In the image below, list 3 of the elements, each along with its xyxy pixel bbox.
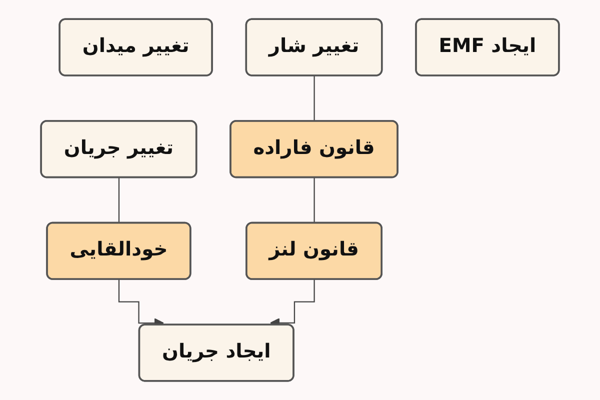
connector bbox=[314, 75, 316, 122]
connector bbox=[314, 177, 316, 224]
connector bbox=[118, 177, 120, 224]
